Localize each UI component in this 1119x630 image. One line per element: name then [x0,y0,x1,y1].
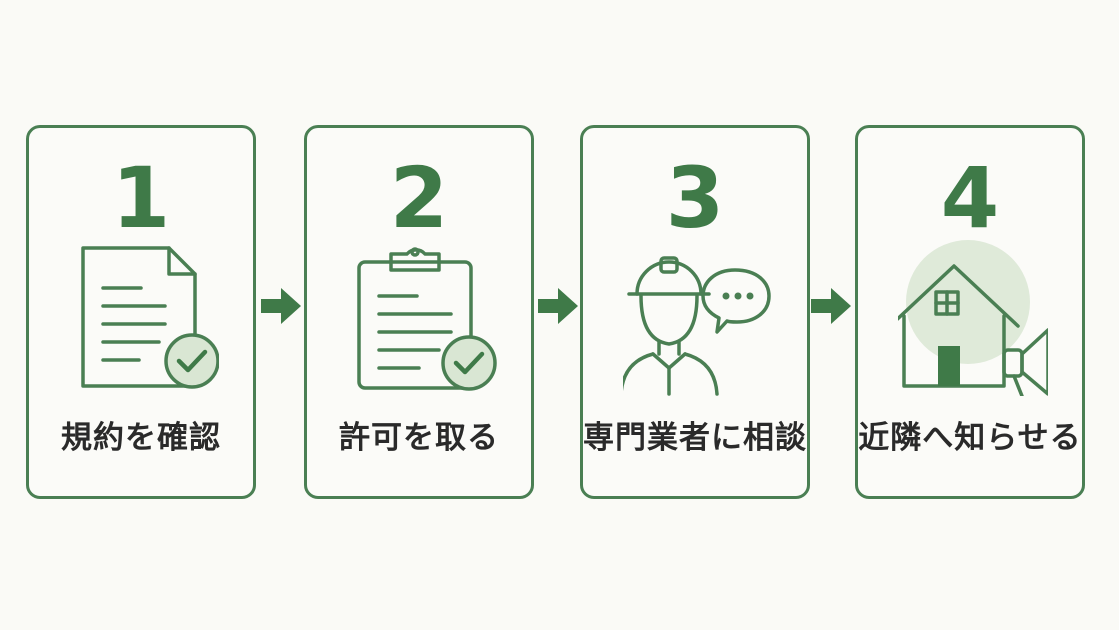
step-number: 1 [111,149,171,247]
step-label: 専門業者に相談 [583,420,807,456]
step-card-2: 2 許可を取る [304,125,534,499]
step-number: 2 [389,149,449,247]
step-number: 3 [665,149,725,247]
arrow-right-icon [261,288,301,324]
step-number: 4 [940,149,1000,247]
step-label: 近隣へ知らせる [858,420,1082,456]
step-card-3: 3 専門業者に相談 [580,125,810,499]
arrow-right-icon [811,288,851,324]
arrow-right-icon [538,288,578,324]
step-label: 規約を確認 [61,420,221,456]
step-card-4: 4 近隣へ知らせる [855,125,1085,499]
worker-speech-icon [623,256,771,396]
house-megaphone-icon [898,240,1048,396]
step-card-1: 1 規約を確認 [26,125,256,499]
clipboard-check-icon [357,247,497,391]
step-label: 許可を取る [339,420,499,456]
document-check-icon [81,246,219,389]
